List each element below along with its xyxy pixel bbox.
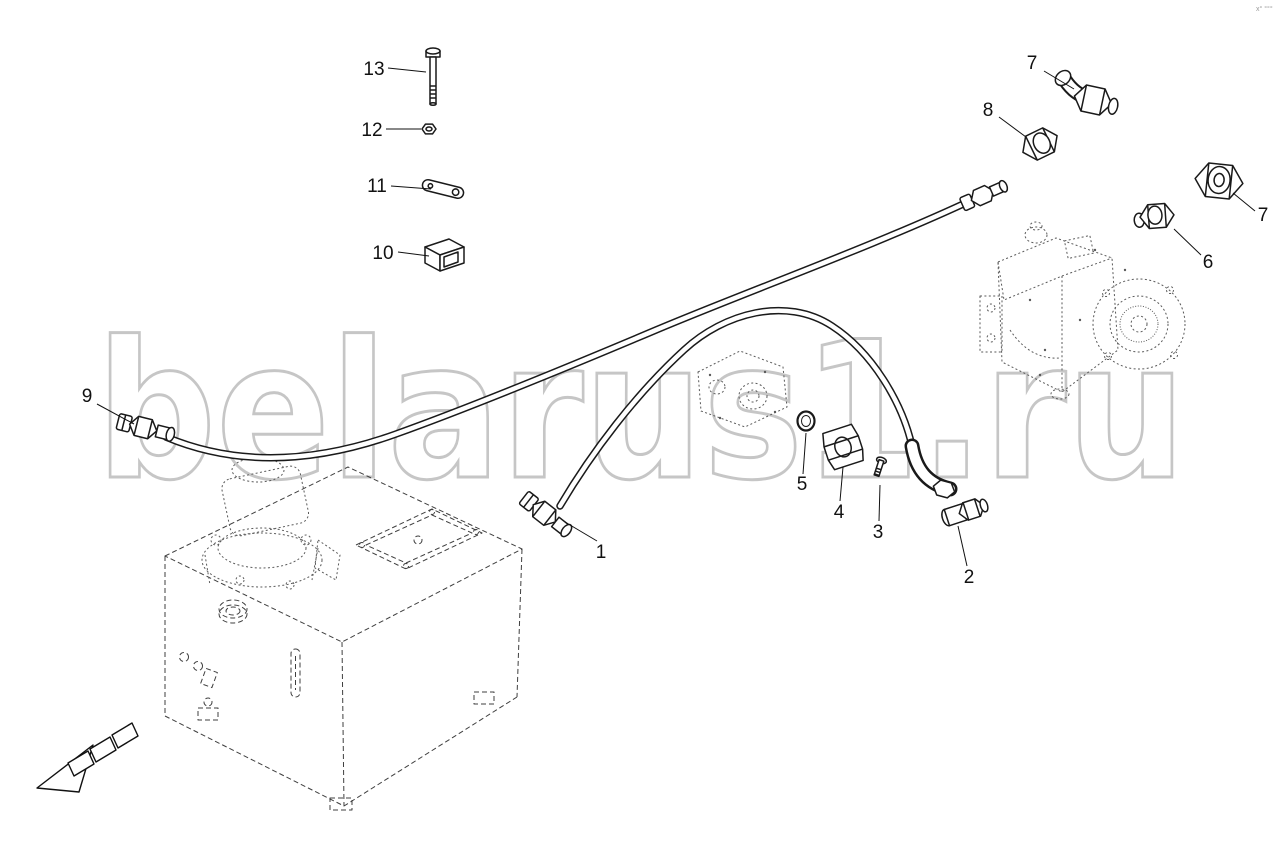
fitting-part-7-right [1194,162,1244,200]
strap-part-11 [421,179,465,199]
hose-upper-end-fitting [959,179,1009,212]
callout-7-top: 7 [1027,53,1075,90]
fitting-part-6 [1133,202,1175,230]
tank-pump-assembly [201,457,341,590]
direction-arrow [36,722,139,793]
corner-mark: х° °°° [1256,5,1273,13]
nut-part-12 [421,123,437,135]
callout-10: 10 [372,243,430,264]
callout-7-top-label: 7 [1027,53,1038,74]
callout-7-right-label: 7 [1258,205,1269,226]
fitting-part-1 [518,491,573,538]
callout-12: 12 [361,120,421,141]
callout-5-label: 5 [797,474,808,495]
callout-9: 9 [82,386,135,425]
clamp-part-4 [822,423,864,471]
tank-foot [329,797,353,811]
callout-11: 11 [367,176,432,197]
fitting-part-7-top [1054,69,1119,116]
hydraulic-tank [164,466,523,811]
clamp-part-10 [424,238,465,272]
callout-3-label: 3 [873,522,884,543]
callout-12-label: 12 [361,120,382,141]
callout-4-label: 4 [834,502,845,523]
hose-elbow-fitting [904,438,958,499]
callout-4: 4 [834,466,845,523]
fitting-part-2 [941,498,989,527]
hose-lower [556,306,916,510]
tank-side-fittings [179,652,218,707]
arrow-segment [89,736,117,763]
callout-6: 6 [1173,228,1214,273]
bolt-part-13 [425,47,441,106]
callout-13: 13 [363,59,427,80]
tank-filler-neck [218,599,248,624]
tank-lid [355,508,483,570]
callout-1-label: 1 [596,542,607,563]
callout-7-right: 7 [1232,192,1269,226]
callout-8: 8 [983,100,1027,138]
tank-foot [197,707,219,721]
arrow-segment [67,750,95,777]
callout-11-label: 11 [367,176,387,197]
hydraulic-pump [979,221,1186,400]
callout-10-label: 10 [372,243,393,264]
center-pump [697,350,788,428]
tank-level-gauge [290,648,301,698]
tank-foot [473,691,495,705]
fitting-part-9 [115,413,176,442]
callout-1: 1 [564,521,607,563]
callout-8-label: 8 [983,100,994,121]
oring-part-5 [796,410,816,432]
bolt-part-3 [873,456,888,478]
fitting-part-8 [1022,127,1058,161]
callout-5: 5 [797,432,808,495]
callout-9-label: 9 [82,386,93,407]
arrow-segment [111,722,139,749]
callout-2: 2 [957,525,975,588]
callout-13-label: 13 [363,59,384,80]
hose-upper [162,195,978,462]
callout-3: 3 [873,484,884,543]
callout-2-label: 2 [964,567,975,588]
callout-6-label: 6 [1203,252,1214,273]
